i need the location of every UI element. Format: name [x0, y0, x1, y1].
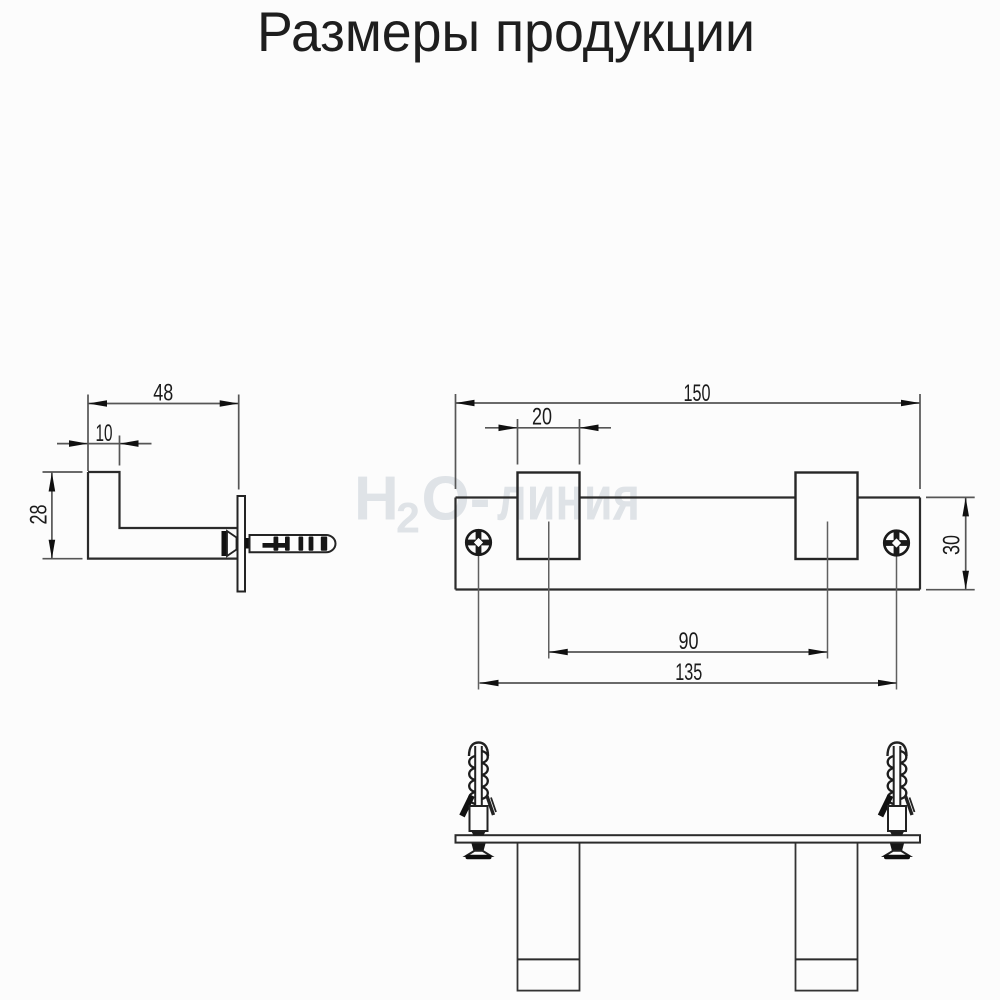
svg-text:30: 30	[939, 535, 966, 555]
svg-text:Размеры продукции: Размеры продукции	[257, 1, 755, 63]
svg-text:20: 20	[532, 403, 552, 430]
svg-text:10: 10	[96, 420, 113, 447]
svg-text:90: 90	[679, 628, 699, 655]
svg-text:150: 150	[684, 380, 711, 407]
svg-text:48: 48	[153, 379, 173, 406]
svg-text:H: H	[354, 465, 399, 534]
svg-text:135: 135	[675, 659, 702, 686]
svg-text:линия: линия	[497, 465, 640, 534]
svg-text:28: 28	[26, 505, 53, 525]
svg-text:2: 2	[396, 495, 420, 543]
